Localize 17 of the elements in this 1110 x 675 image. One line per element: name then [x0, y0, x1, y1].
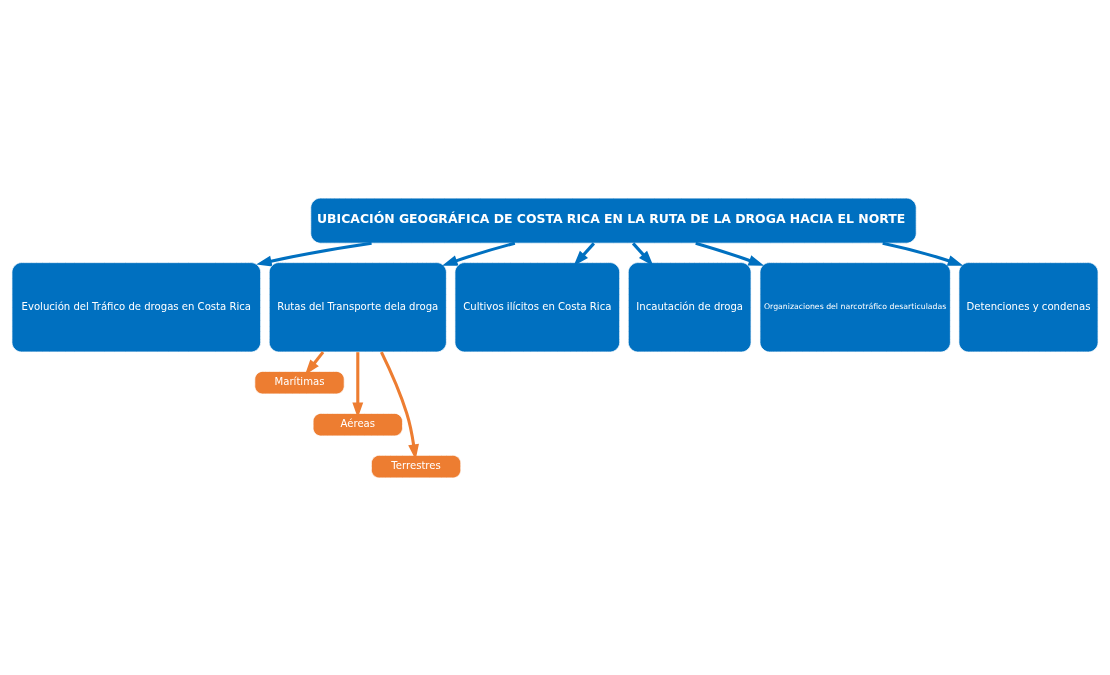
- node-box: Rutas del Transporte dela droga: [268, 261, 447, 352]
- node-box: Cultivos ilícitos en Costa Rica: [454, 261, 621, 352]
- node-box: Organizaciones del narcotráfico desarticuladas: [759, 261, 951, 352]
- arrow: [631, 241, 654, 266]
- node-box: Evolución del Tráfico de drogas en Costa Rica: [11, 261, 262, 352]
- arrow: [882, 241, 964, 266]
- arrow: [442, 241, 516, 266]
- node-box: Incautación de droga: [627, 261, 752, 352]
- node-box: Marítimas: [254, 370, 345, 394]
- arrow: [256, 241, 372, 266]
- node-box: Aéreas: [312, 412, 403, 436]
- node-box: Detenciones y condenas: [958, 261, 1099, 352]
- arrow: [304, 350, 325, 375]
- node-box: UBICACIÓN GEOGRÁFICA DE COSTA RICA EN LA RUTA DE LA DROGA HACIA EL NORTE: [310, 197, 917, 244]
- arrow: [573, 241, 596, 266]
- node-box: Terrestres: [371, 454, 462, 478]
- arrow: [695, 241, 765, 266]
